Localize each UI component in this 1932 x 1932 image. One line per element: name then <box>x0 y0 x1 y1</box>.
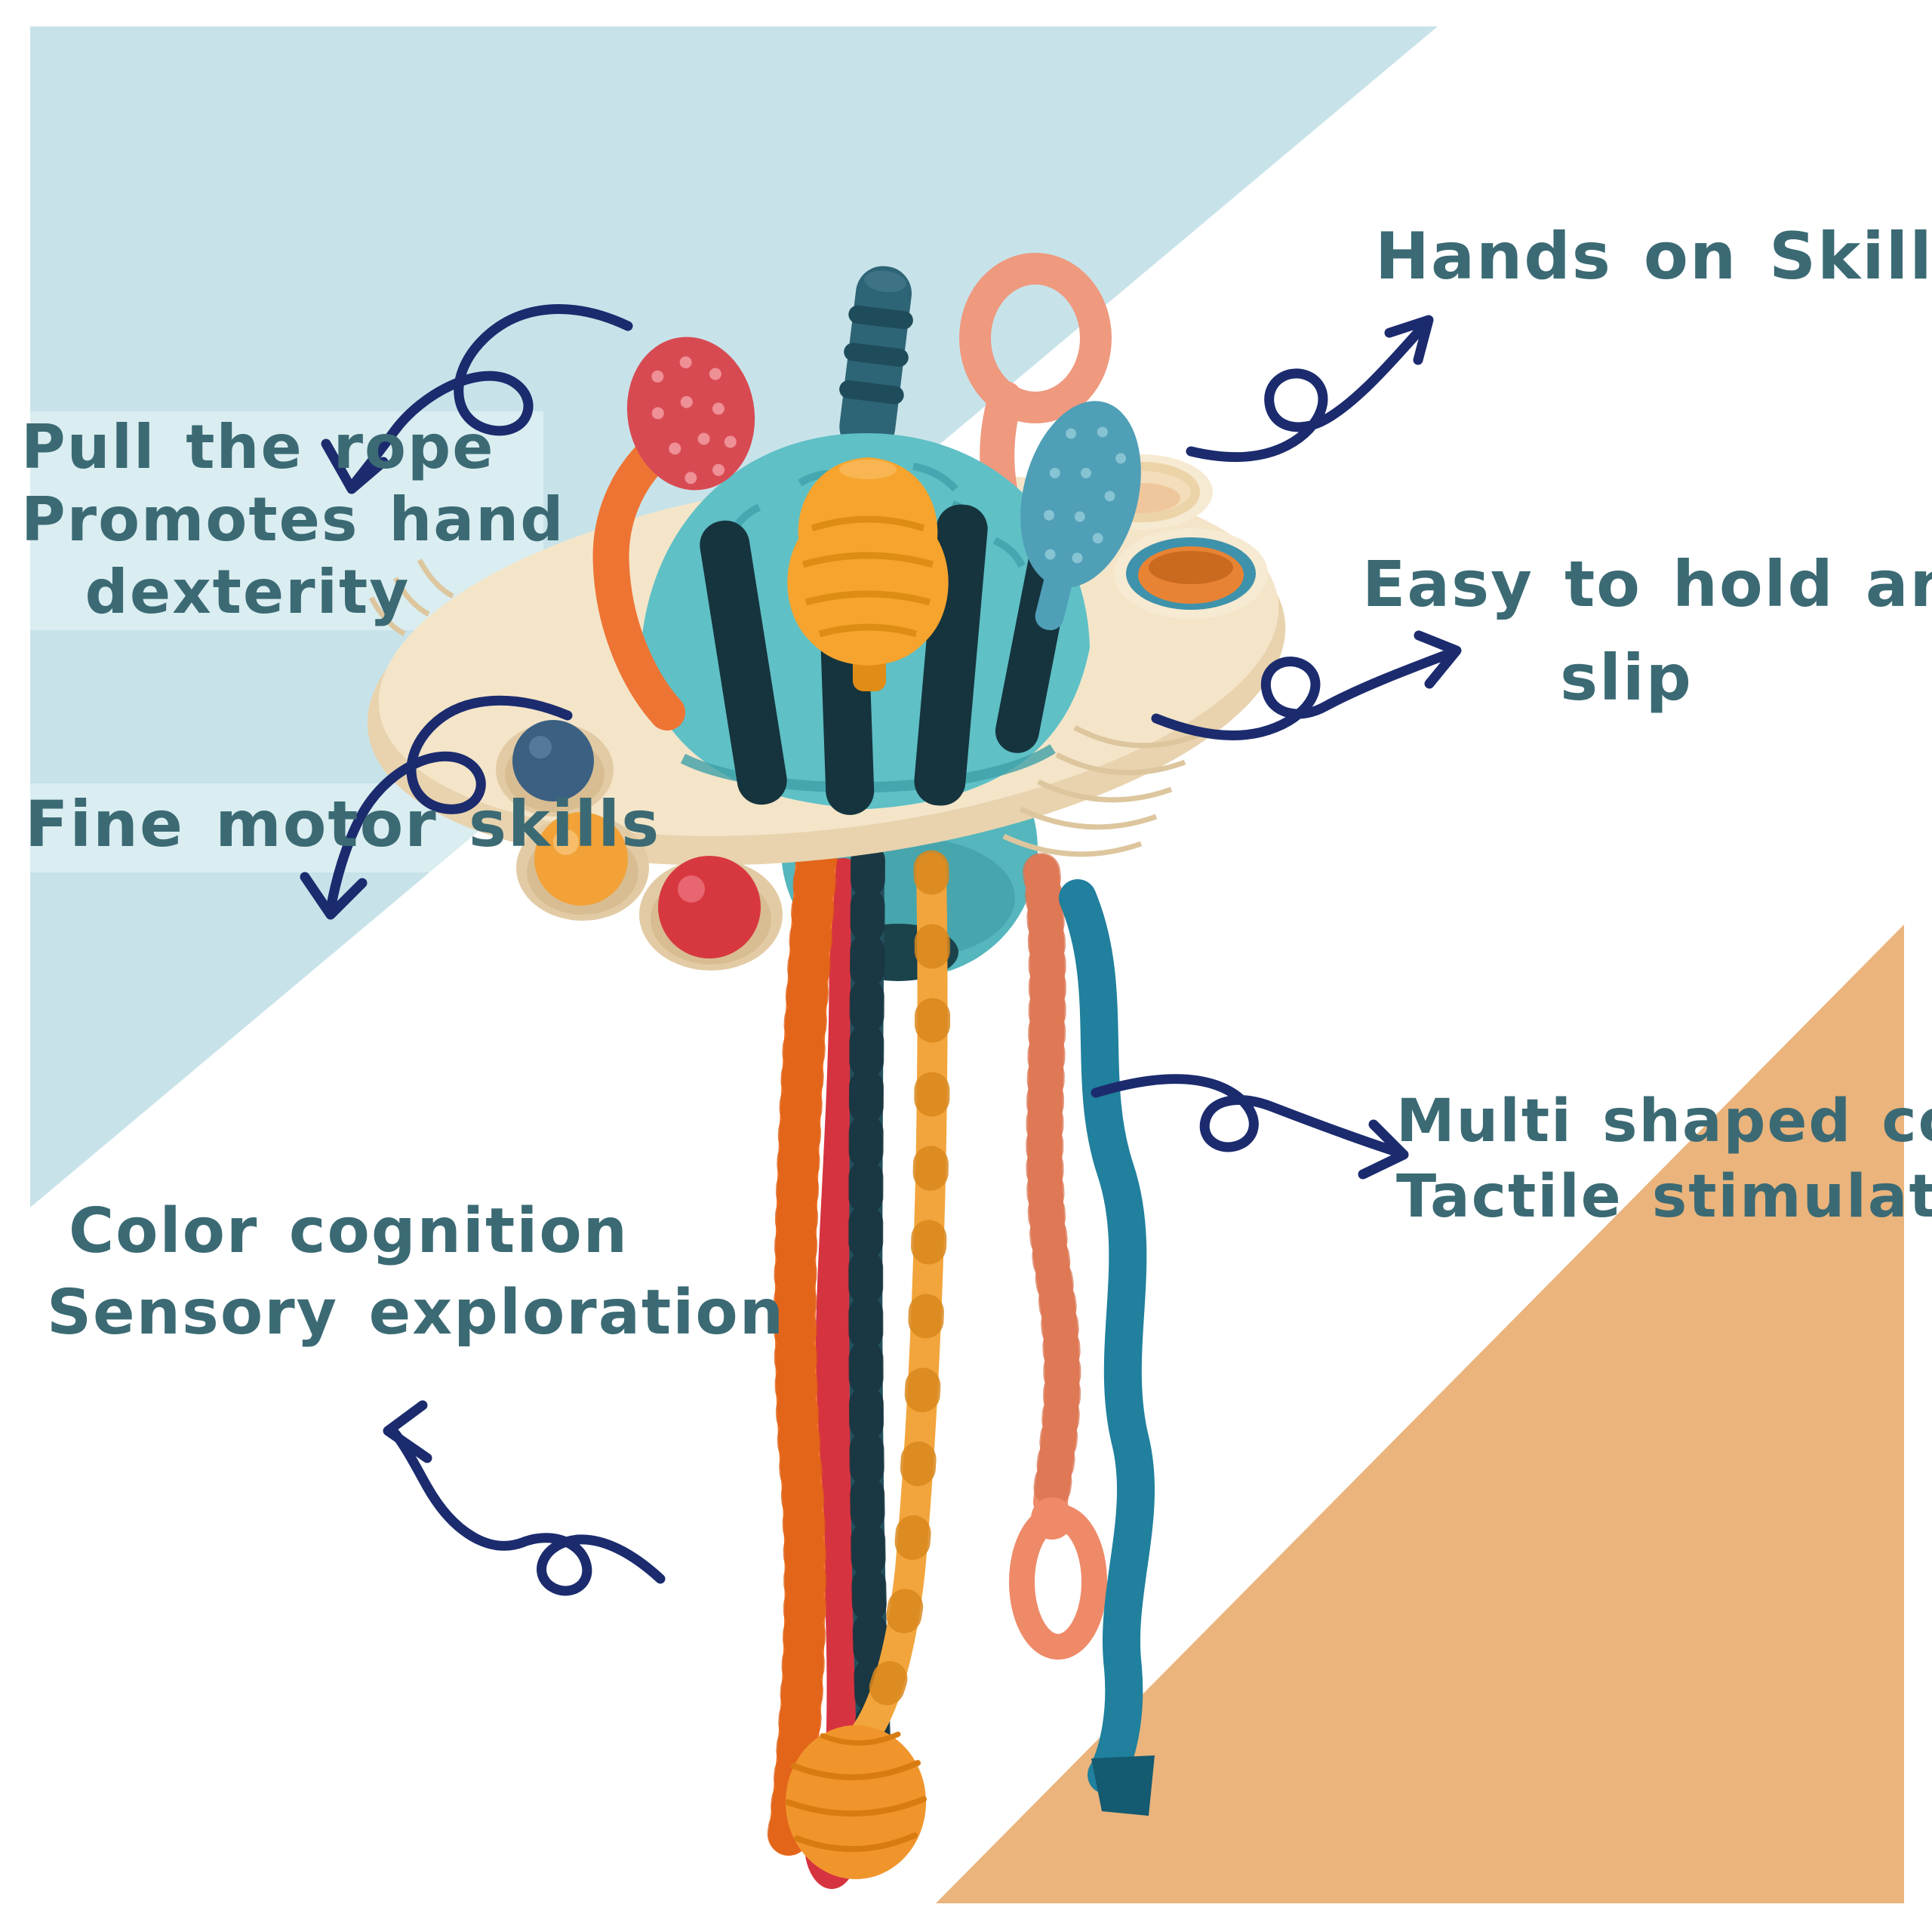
label-line: Sensory exploration <box>47 1277 786 1349</box>
label-easy-to-hold: Easy to hold anti slip <box>1362 537 1932 724</box>
stick-teether <box>839 266 913 454</box>
ball-red <box>658 856 761 958</box>
text-highlight-band <box>30 411 543 630</box>
berry-teether <box>592 337 755 731</box>
label-line: Promotes hand <box>21 485 565 555</box>
label-multi-shaped-cords: Multi shaped cords Tactile stimulation <box>1396 1084 1932 1235</box>
curly-arrow-pull-rope-icon <box>321 304 633 494</box>
rim-ribs <box>368 558 1200 857</box>
label-line: Multi shaped cords <box>1396 1088 1932 1155</box>
label-hands-on-skills: Hands on Skills <box>1375 219 1932 294</box>
leaf-teether <box>1020 401 1141 631</box>
label-line: Easy to hold anti <box>1362 547 1932 621</box>
label-fine-motor-skills: Fine motor skills <box>25 787 661 861</box>
pull-cords <box>767 831 1155 1889</box>
cord-yellow <box>785 850 951 1879</box>
bottom-ball <box>786 1725 926 1879</box>
label-line: Fine motor skills <box>25 787 661 861</box>
cord-salmon <box>1009 853 1107 1660</box>
label-line: Hands on Skills <box>1375 219 1932 294</box>
label-line: Tactile stimulation <box>1396 1163 1932 1231</box>
berry-handle <box>592 432 685 731</box>
cord-teal <box>1059 879 1155 1816</box>
curly-arrow-fine-motor-icon <box>300 695 573 920</box>
annotation-arrows <box>300 304 1462 1596</box>
cord-orange <box>767 831 838 1857</box>
label-color-cognition: Color cognition Sensory exploration <box>47 1191 786 1354</box>
label-line: Pull the rope <box>21 412 495 482</box>
dimple-wells <box>496 720 783 971</box>
label-line: slip <box>1560 641 1693 715</box>
knob-beehive <box>787 457 949 691</box>
label-line: dexterity <box>85 557 411 627</box>
curly-arrow-easy-hold-icon <box>1151 630 1462 740</box>
curly-arrow-color-cognition-icon <box>383 1400 666 1596</box>
curly-arrow-hands-on-icon <box>1186 315 1434 463</box>
label-line: Color cognition <box>68 1195 629 1267</box>
label-pull-the-rope: Pull the rope Promotes hand dexterity <box>21 411 565 629</box>
tan-triangle <box>936 924 1904 1903</box>
curly-arrow-multi-cords-icon <box>1091 1074 1409 1180</box>
